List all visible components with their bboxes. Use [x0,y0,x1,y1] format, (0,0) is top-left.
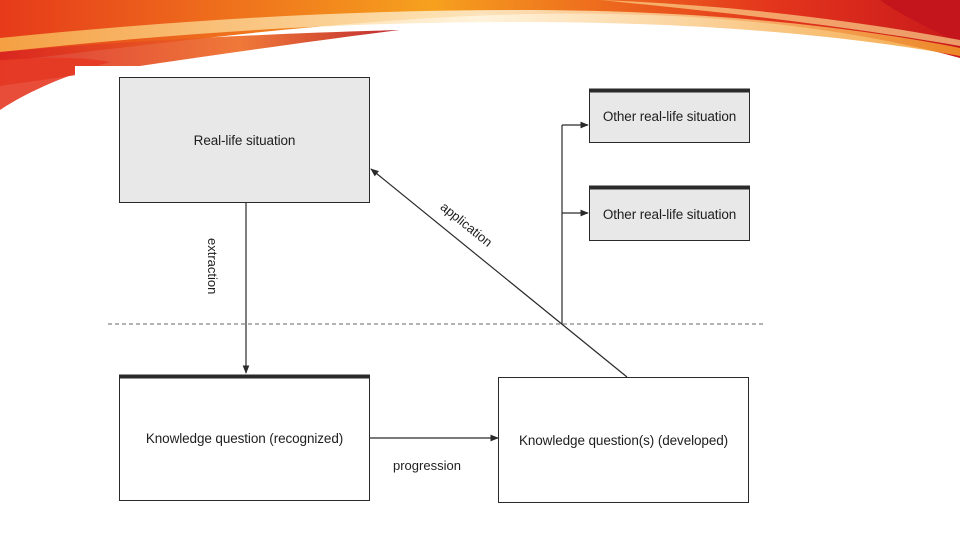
node-kq-developed: Knowledge question(s) (developed) [498,377,749,503]
node-kq-recognized-label: Knowledge question (recognized) [145,431,344,446]
node-other-situation-2: Other real-life situation [589,187,750,241]
node-other-situation-1: Other real-life situation [589,90,750,143]
node-kq-developed-label: Knowledge question(s) (developed) [518,432,729,448]
node-real-life-situation-label: Real-life situation [193,132,296,148]
node-real-life-situation: Real-life situation [119,77,370,203]
application-arrow [370,168,628,378]
node-kq-recognized: Knowledge question (recognized) [119,376,370,501]
edge-label-progression: progression [393,458,461,473]
node-other-situation-2-label: Other real-life situation [602,206,737,222]
edge-label-extraction: extraction [205,238,220,295]
node-other-situation-1-label: Other real-life situation [602,109,737,124]
